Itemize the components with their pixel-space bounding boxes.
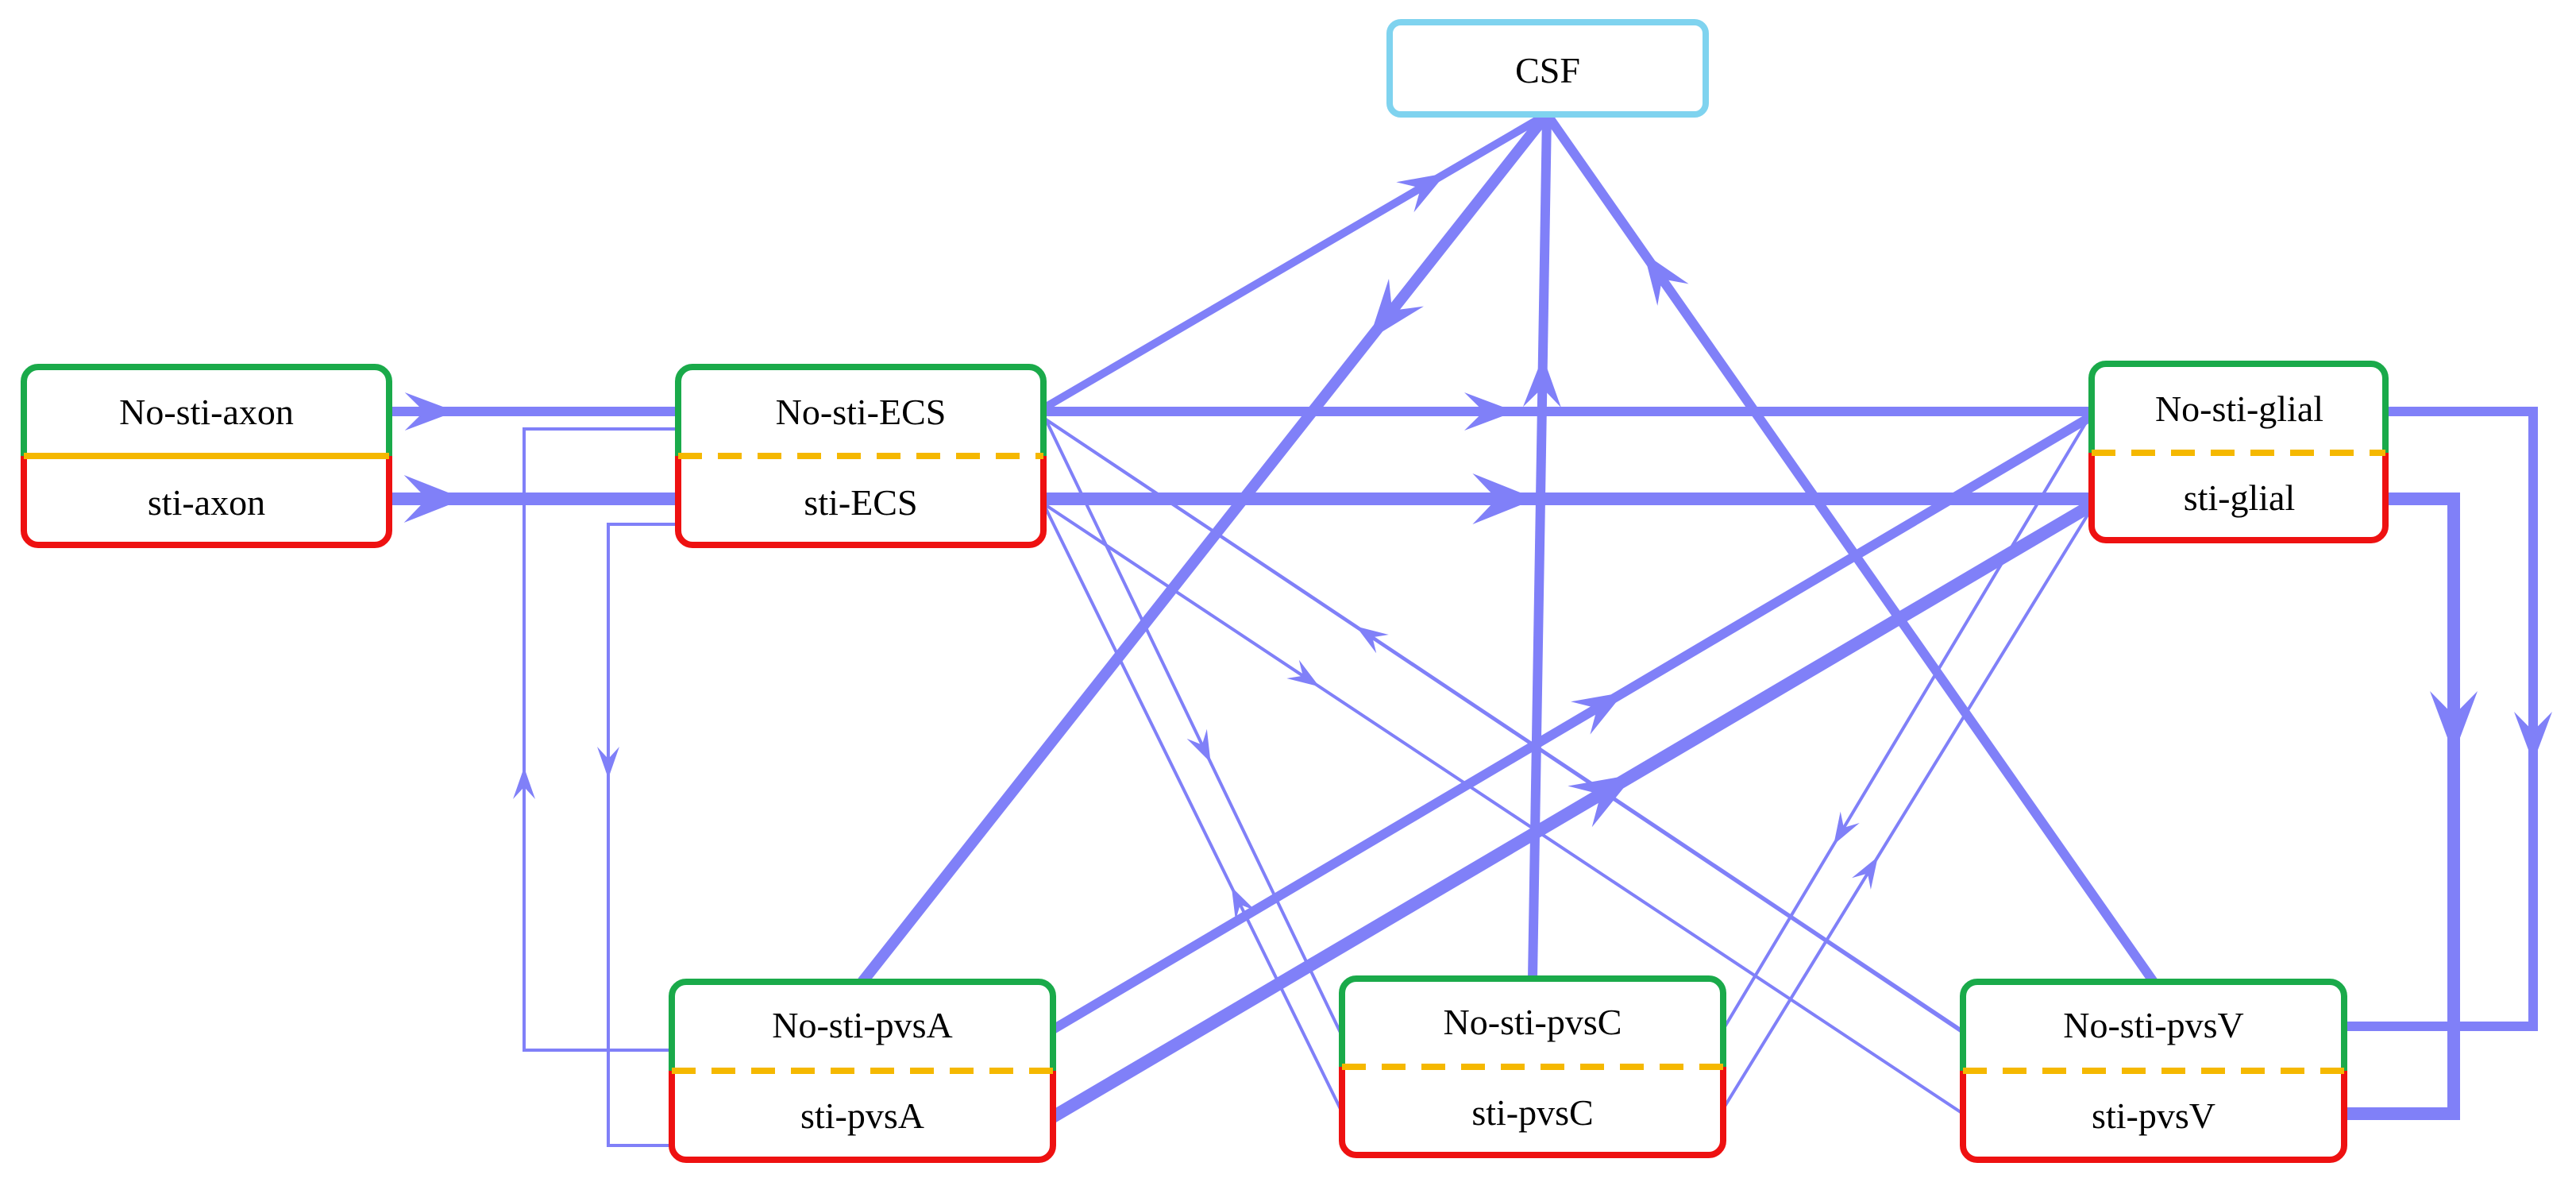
edge-pvsv-to-ecs: [1042, 416, 1965, 1033]
sti-ecs-label: sti-ECS: [804, 482, 917, 523]
pvsv-node[interactable]: No-sti-pvsV sti-pvsV: [1960, 979, 2347, 1163]
sti-pvsa-label: sti-pvsA: [800, 1095, 924, 1136]
edge-sti-glial-to-pvsv-arrowhead: [2430, 691, 2478, 755]
edge-glial-to-no-sti-pvsc-arrowhead: [1834, 811, 1860, 845]
edge-pvsv-to-csf-arrowhead: [1644, 253, 1689, 306]
edge-pvsa-to-no-sti-ecs-arrowhead: [513, 767, 535, 799]
pvsv-box: [1963, 982, 2344, 1160]
axon-no-sti-border: [21, 364, 392, 456]
compartment-nodes: CSF No-sti-axon sti-axon No-sti-ECS sti-…: [21, 19, 2389, 1163]
edge-pvsc-to-sti-glial-arrowhead: [1852, 856, 1878, 890]
sti-axon-label: sti-axon: [148, 482, 265, 523]
edge-pvsc-to-sti-glial: [1722, 507, 2093, 1111]
pvsa-box: [672, 982, 1053, 1160]
no-sti-pvsc-label: No-sti-pvsC: [1444, 1002, 1622, 1042]
no-sti-pvsv-label: No-sti-pvsV: [2063, 1005, 2243, 1045]
glial-box: [2092, 364, 2385, 540]
edge-pvsv-to-ecs-arrowhead: [1355, 626, 1389, 654]
flow-edges: [389, 110, 2552, 1147]
edge-pvsv-to-csf: [1543, 111, 2158, 985]
pvsv-sti-border: [1960, 1071, 2347, 1163]
edge-glial-to-no-sti-pvsc: [1722, 411, 2093, 1031]
pvsc-no-sti-border: [1339, 975, 1726, 1067]
no-sti-axon-label: No-sti-axon: [119, 392, 294, 432]
no-sti-pvsa-label: No-sti-pvsA: [772, 1005, 952, 1045]
pvsa-sti-border: [669, 1071, 1056, 1163]
edge-no-sti-pvsa-to-glial: [1050, 411, 2095, 1034]
csf-node[interactable]: CSF: [1386, 19, 1709, 118]
edge-ecs-to-csf-arrowhead: [1396, 173, 1447, 213]
edge-no-sti-axon-to-ecs-arrowhead: [404, 392, 456, 431]
edge-sti-ecs-to-pvsa: [607, 523, 678, 1147]
pvsc-node[interactable]: No-sti-pvsC sti-pvsC: [1339, 975, 1726, 1158]
edge-no-sti-pvsa-to-glial-arrowhead: [1571, 692, 1625, 735]
edge-sti-axon-to-ecs-arrowhead: [403, 475, 465, 523]
pvsc-box: [1342, 979, 1723, 1155]
edge-sti-ecs-to-pvsa-arrowhead: [597, 747, 619, 778]
pvsa-no-sti-border: [669, 979, 1056, 1071]
edge-ecs-to-no-sti-pvsc: [1042, 414, 1344, 1037]
edge-csf-to-pvsa-arrowhead: [1368, 278, 1424, 340]
edge-pvsc-to-csf-arrowhead: [1522, 356, 1561, 408]
edge-sti-ecs-to-sti-pvsv: [1042, 502, 1965, 1115]
edge-sti-glial-to-pvsv: [2344, 492, 2460, 1120]
edge-ecs-to-csf: [1041, 110, 1549, 412]
edge-pvsc-to-csf: [1528, 114, 1552, 979]
glial-sti-border: [2088, 453, 2389, 543]
axon-node[interactable]: No-sti-axon sti-axon: [21, 364, 392, 548]
no-sti-glial-label: No-sti-glial: [2155, 388, 2323, 429]
edge-no-sti-glial-to-pvsv-arrowhead: [2514, 712, 2552, 763]
sti-pvsc-label: sti-pvsC: [1471, 1092, 1593, 1133]
edge-csf-to-pvsa: [858, 110, 1552, 986]
sti-pvsv-label: sti-pvsV: [2092, 1095, 2215, 1136]
edge-no-sti-glial-to-pvsv: [2344, 407, 2538, 1031]
sti-glial-label: sti-glial: [2184, 477, 2296, 518]
edge-pvsc-to-sti-ecs: [1042, 503, 1344, 1113]
edge-pvsc-to-sti-ecs-arrowhead: [1231, 886, 1256, 921]
edge-sti-pvsa-to-glial: [1049, 500, 2096, 1122]
glial-node[interactable]: No-sti-glial sti-glial: [2088, 361, 2389, 543]
axon-sti-border: [21, 456, 392, 548]
ecs-sti-border: [675, 456, 1047, 548]
edge-sti-ecs-to-sti-pvsv-arrowhead: [1286, 659, 1320, 687]
ecs-no-sti-border: [675, 364, 1047, 456]
edge-sti-pvsa-to-glial-arrowhead: [1568, 774, 1635, 828]
pvsa-node[interactable]: No-sti-pvsA sti-pvsA: [669, 979, 1056, 1163]
edge-no-sti-ecs-to-glial-arrowhead: [1464, 392, 1515, 431]
ecs-node[interactable]: No-sti-ECS sti-ECS: [675, 364, 1047, 548]
no-sti-ecs-label: No-sti-ECS: [776, 392, 947, 432]
csf-box: [1386, 19, 1709, 118]
glial-no-sti-border: [2088, 361, 2389, 453]
pvsc-sti-border: [1339, 1067, 1726, 1158]
edge-ecs-to-no-sti-pvsc-arrowhead: [1186, 728, 1211, 763]
edge-pvsa-to-no-sti-ecs: [523, 427, 678, 1052]
csf-label: CSF: [1515, 50, 1580, 91]
edge-sti-ecs-to-glial-arrowhead: [1472, 473, 1537, 524]
pvsv-no-sti-border: [1960, 979, 2347, 1071]
